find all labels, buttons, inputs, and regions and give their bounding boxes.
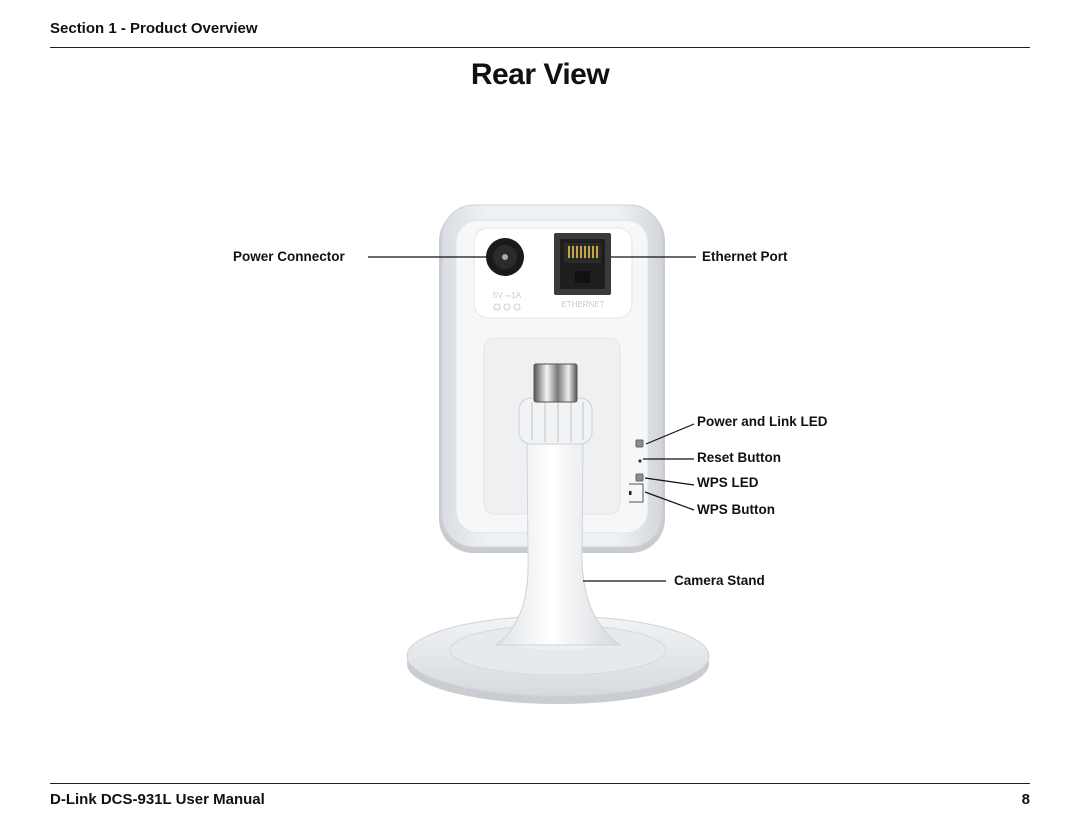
callout-leaders — [368, 256, 696, 582]
callout-power-connector: Power Connector — [233, 249, 345, 264]
manual-title: D-Link DCS-931L User Manual — [50, 791, 265, 808]
power-rating-print: 5V ⎓1A — [493, 291, 522, 300]
footer-rule — [50, 783, 1030, 784]
callout-reset-button: Reset Button — [697, 450, 781, 465]
callout-power-link-led: Power and Link LED — [697, 414, 828, 429]
ethernet-print: ETHERNET — [561, 300, 604, 309]
polarity-symbol — [493, 303, 521, 311]
camera-stand — [494, 363, 622, 646]
power-link-led — [635, 439, 644, 448]
power-connector-jack — [486, 238, 524, 276]
wps-led — [635, 473, 644, 482]
page-title: Rear View — [470, 58, 610, 91]
ethernet-port-socket — [554, 233, 611, 295]
callout-wps-led: WPS LED — [697, 475, 759, 490]
callout-wps-button: WPS Button — [697, 502, 775, 517]
section-heading: Section 1 - Product Overview — [50, 20, 258, 37]
reset-pinhole — [638, 459, 642, 463]
page-number: 8 — [1021, 791, 1030, 808]
callout-ethernet-port: Ethernet Port — [702, 249, 788, 264]
header-rule — [50, 47, 1030, 48]
callout-camera-stand: Camera Stand — [674, 573, 765, 588]
wps-button — [629, 483, 644, 503]
